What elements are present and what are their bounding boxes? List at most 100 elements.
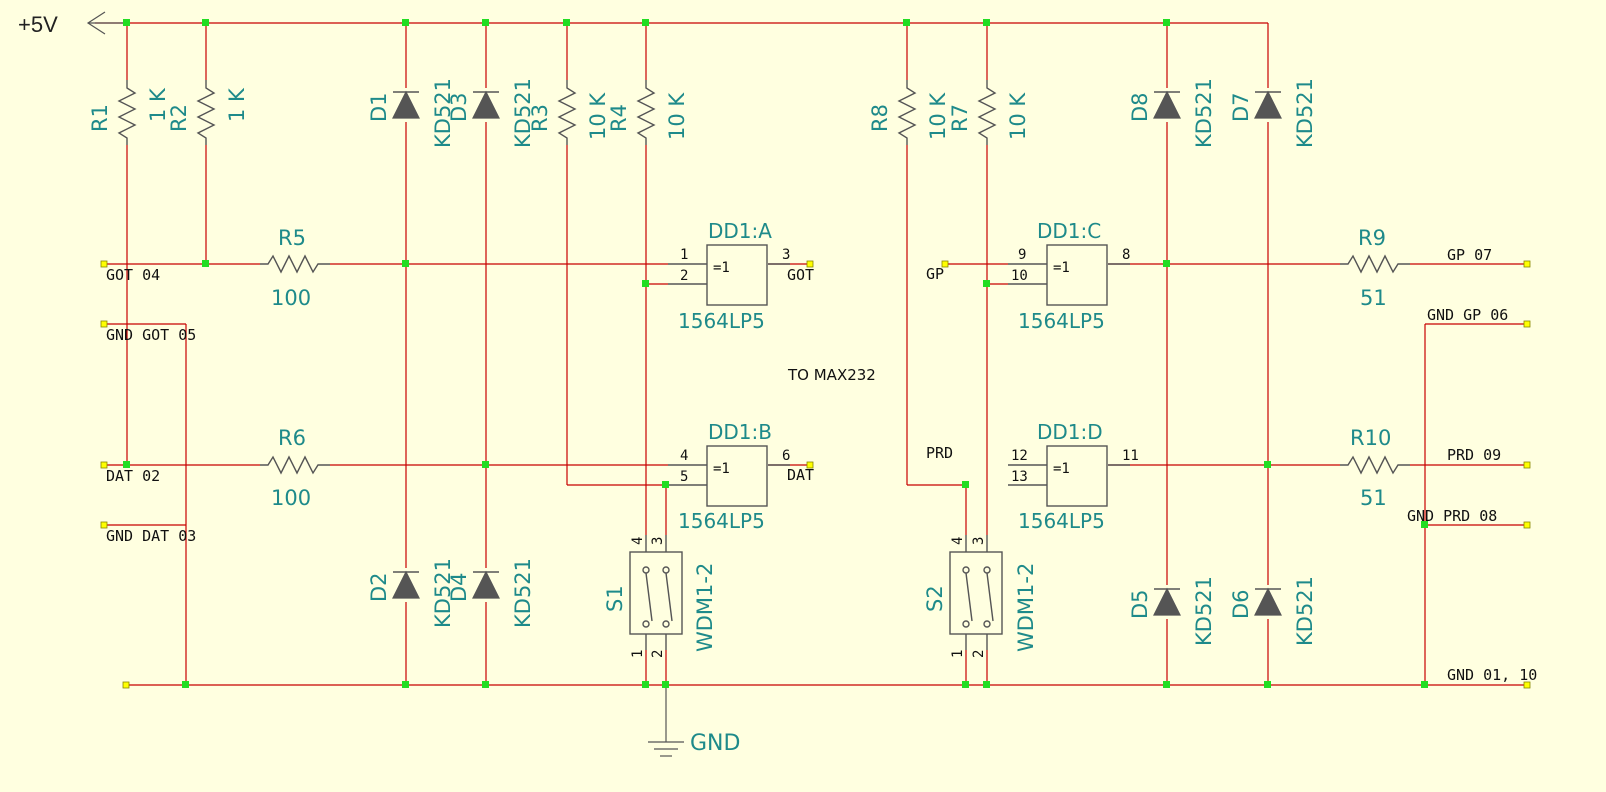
r7-ref: R7 bbox=[948, 104, 972, 132]
s1-value: WDM1-2 bbox=[693, 563, 717, 652]
dd1a-pin1: 1 bbox=[680, 247, 688, 263]
switch-s1 bbox=[629, 535, 683, 650]
dd1d-inlabel: PRD bbox=[926, 444, 953, 462]
wires bbox=[95, 22, 1527, 686]
r6-value: 100 bbox=[271, 486, 311, 510]
conn-gndgp06: GND GP 06 bbox=[1427, 306, 1508, 324]
d8-value: KD521 bbox=[1192, 78, 1216, 148]
s2-value: WDM1-2 bbox=[1014, 563, 1038, 652]
resistor-r5 bbox=[260, 254, 330, 274]
conn-got04: GOT 04 bbox=[106, 266, 160, 284]
r1-value: 1 K bbox=[146, 87, 170, 122]
gate-dd1c bbox=[1008, 244, 1130, 306]
dd1b-pin5: 5 bbox=[680, 469, 688, 485]
d4-value: KD521 bbox=[511, 558, 535, 628]
switch-s2 bbox=[949, 535, 1003, 650]
r3-ref: R3 bbox=[528, 104, 552, 132]
r5-value: 100 bbox=[271, 286, 311, 310]
resistor-r1 bbox=[117, 80, 137, 145]
conn-gnddat03: GND DAT 03 bbox=[106, 527, 196, 545]
d2-value: KD521 bbox=[431, 558, 455, 628]
conn-prd09: PRD 09 bbox=[1447, 446, 1501, 464]
diode-d2 bbox=[392, 570, 420, 599]
dd1c-value: 1564LP5 bbox=[1018, 309, 1105, 333]
r10-ref: R10 bbox=[1350, 426, 1391, 450]
d6-value: KD521 bbox=[1293, 576, 1317, 646]
power-label: +5V bbox=[18, 12, 58, 37]
gate-dd1b bbox=[668, 445, 790, 507]
r10-value: 51 bbox=[1360, 486, 1387, 510]
r4-value: 10 K bbox=[665, 92, 689, 140]
diode-d3 bbox=[472, 90, 500, 119]
resistor-r3 bbox=[557, 80, 577, 145]
dd1c-pin8: 8 bbox=[1122, 247, 1130, 263]
r2-value: 1 K bbox=[225, 87, 249, 122]
dd1b-outlabel: DAT bbox=[787, 466, 814, 484]
dd1b-symbol: =1 bbox=[713, 461, 730, 477]
dd1a-value: 1564LP5 bbox=[678, 309, 765, 333]
s1-ref: S1 bbox=[603, 585, 627, 612]
conn-gndprd08: GND PRD 08 bbox=[1407, 507, 1497, 525]
dd1a-outlabel: GOT bbox=[787, 266, 814, 284]
resistor-r8 bbox=[897, 80, 917, 145]
dd1c-symbol: =1 bbox=[1053, 260, 1070, 276]
resistor-r10 bbox=[1340, 455, 1410, 475]
d7-value: KD521 bbox=[1293, 78, 1317, 148]
junctions bbox=[123, 19, 1428, 688]
conn-gnd0110: GND 01, 10 bbox=[1447, 666, 1537, 684]
gate-dd1d bbox=[1008, 445, 1130, 507]
diode-d8 bbox=[1153, 90, 1181, 119]
r9-value: 51 bbox=[1360, 286, 1387, 310]
r3-value: 10 K bbox=[586, 92, 610, 140]
dd1b-pin6: 6 bbox=[782, 448, 790, 464]
s2-pin4: 4 bbox=[950, 537, 966, 545]
d1-value: KD521 bbox=[431, 78, 455, 148]
d3-ref: D3 bbox=[447, 92, 471, 122]
d5-value: KD521 bbox=[1192, 576, 1216, 646]
r5-ref: R5 bbox=[278, 226, 306, 250]
diode-d5 bbox=[1153, 587, 1181, 616]
ground-label: GND bbox=[690, 731, 740, 756]
dd1a-pin3: 3 bbox=[782, 247, 790, 263]
s1-pin3: 3 bbox=[650, 537, 666, 545]
dd1d-value: 1564LP5 bbox=[1018, 509, 1105, 533]
s1-pin4: 4 bbox=[630, 537, 646, 545]
resistor-r7 bbox=[977, 80, 997, 145]
r8-ref: R8 bbox=[868, 104, 892, 132]
dd1d-ref: DD1:D bbox=[1037, 420, 1103, 444]
note-to-max232: TO MAX232 bbox=[787, 366, 876, 384]
r6-ref: R6 bbox=[278, 426, 306, 450]
dd1c-inlabel: GP bbox=[926, 265, 944, 283]
resistor-r2 bbox=[196, 80, 216, 145]
resistor-r4 bbox=[636, 80, 656, 145]
d1-ref: D1 bbox=[367, 92, 391, 122]
power-arrow bbox=[86, 11, 127, 35]
ground-symbol bbox=[648, 685, 684, 757]
s1-pin2: 2 bbox=[650, 650, 666, 658]
r7-value: 10 K bbox=[1006, 92, 1030, 140]
dd1c-pin10: 10 bbox=[1011, 268, 1028, 284]
s2-pin2: 2 bbox=[971, 650, 987, 658]
resistor-r9 bbox=[1340, 254, 1410, 274]
dd1c-ref: DD1:C bbox=[1037, 219, 1101, 243]
dd1a-symbol: =1 bbox=[713, 260, 730, 276]
r9-ref: R9 bbox=[1358, 226, 1386, 250]
s2-ref: S2 bbox=[923, 585, 947, 612]
conn-gndgot05: GND GOT 05 bbox=[106, 326, 196, 344]
d8-ref: D8 bbox=[1128, 92, 1152, 122]
diode-d6 bbox=[1254, 587, 1282, 616]
dd1b-pin4: 4 bbox=[680, 448, 688, 464]
d4-ref: D4 bbox=[447, 572, 471, 602]
dd1d-pin11: 11 bbox=[1122, 448, 1139, 464]
s2-pin1: 1 bbox=[950, 650, 966, 658]
dd1d-pin12: 12 bbox=[1011, 448, 1028, 464]
dd1a-ref: DD1:A bbox=[708, 219, 772, 243]
dd1a-pin2: 2 bbox=[680, 268, 688, 284]
r8-value: 10 K bbox=[926, 92, 950, 140]
s2-pin3: 3 bbox=[971, 537, 987, 545]
r1-ref: R1 bbox=[88, 104, 112, 132]
r2-ref: R2 bbox=[167, 104, 191, 132]
d3-value: KD521 bbox=[511, 78, 535, 148]
diode-d7 bbox=[1254, 90, 1282, 119]
